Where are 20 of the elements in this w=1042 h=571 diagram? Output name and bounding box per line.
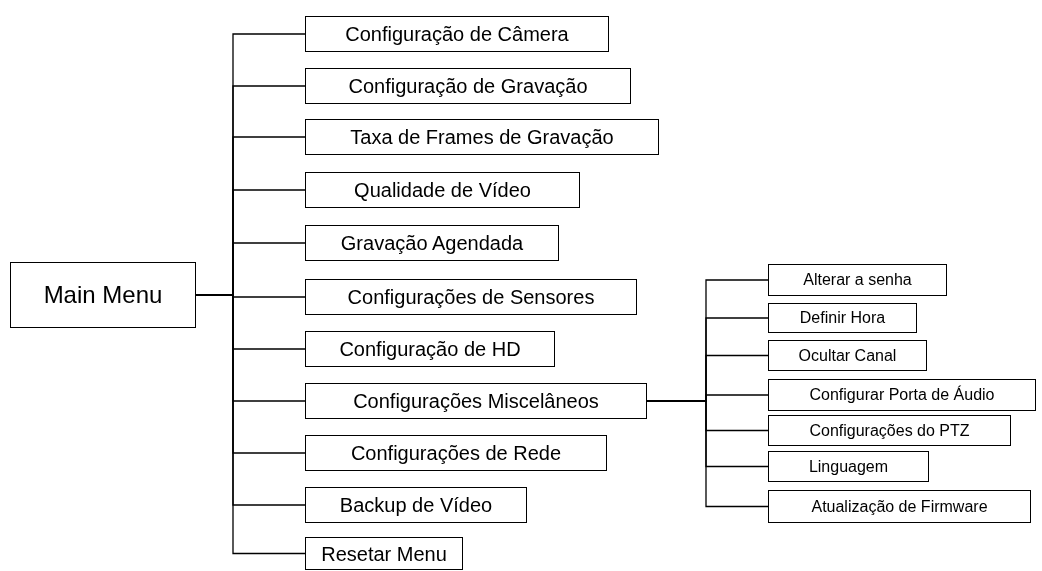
menu-box: Linguagem bbox=[768, 451, 929, 482]
menu-box: Taxa de Frames de Gravação bbox=[305, 119, 659, 155]
menu-box: Backup de Vídeo bbox=[305, 487, 527, 523]
menu-box: Configuração de HD bbox=[305, 331, 555, 367]
menu-box: Gravação Agendada bbox=[305, 225, 559, 261]
connector-line bbox=[646, 400, 769, 508]
menu-box: Alterar a senha bbox=[768, 264, 947, 296]
menu-box: Configurações Miscelâneos bbox=[305, 383, 647, 419]
menu-box: Main Menu bbox=[10, 262, 196, 328]
menu-box: Configuração de Gravação bbox=[305, 68, 631, 104]
menu-box: Configurações de Rede bbox=[305, 435, 607, 471]
menu-box: Qualidade de Vídeo bbox=[305, 172, 580, 208]
menu-box: Resetar Menu bbox=[305, 537, 463, 570]
menu-box: Configurações de Sensores bbox=[305, 279, 637, 315]
menu-box: Ocultar Canal bbox=[768, 340, 927, 371]
menu-box: Definir Hora bbox=[768, 303, 917, 333]
menu-box: Atualização de Firmware bbox=[768, 490, 1031, 523]
menu-box: Configuração de Câmera bbox=[305, 16, 609, 52]
menu-box: Configurar Porta de Áudio bbox=[768, 379, 1036, 411]
menu-box: Configurações do PTZ bbox=[768, 415, 1011, 446]
